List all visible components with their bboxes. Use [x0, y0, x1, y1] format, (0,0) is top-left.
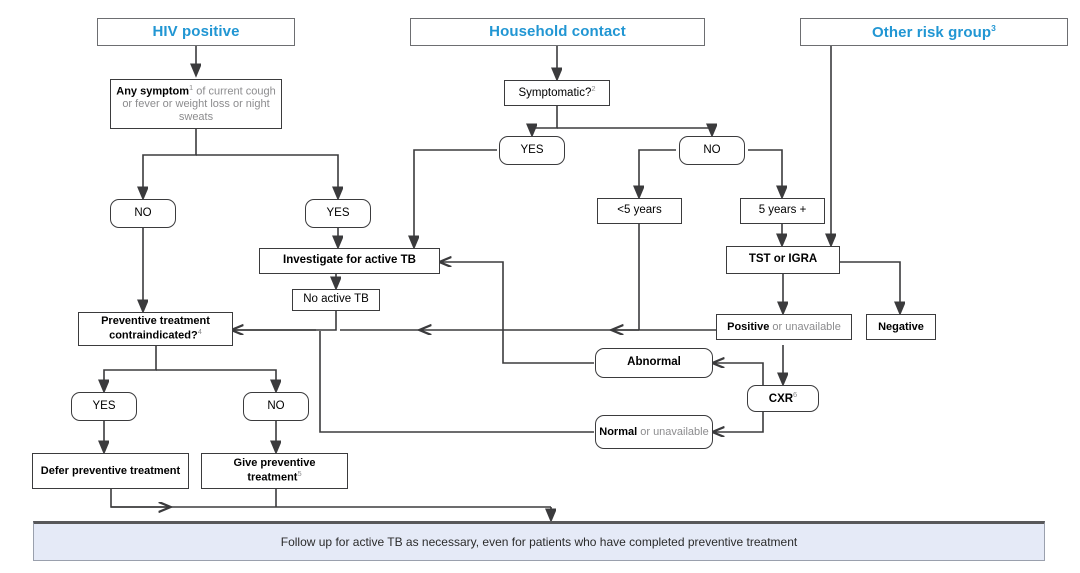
node-contraindicated-label: Preventive treatment contraindicated? — [101, 315, 210, 342]
node-hiv-yes-label: YES — [326, 206, 350, 219]
node-hiv-no-label: NO — [134, 206, 152, 219]
footnote-marker-1: 1 — [189, 82, 194, 92]
node-normal-label: Normal — [599, 425, 638, 438]
node-hiv-yes[interactable]: YES — [305, 199, 371, 228]
node-5-years-plus-label: 5 years + — [758, 204, 807, 217]
node-abnormal[interactable]: Abnormal — [595, 348, 713, 378]
node-cxr-label: CXR — [768, 392, 794, 405]
node-any-symptom-rest: of current cough or fever or weight loss… — [122, 85, 276, 124]
node-negative[interactable]: Negative — [866, 314, 936, 340]
header-hiv-positive-label: HIV positive — [152, 23, 240, 41]
node-defer-preventive-treatment-label: Defer preventive treatment — [40, 464, 181, 477]
header-household-contact-label: Household contact — [489, 23, 626, 41]
node-5-years-plus[interactable]: 5 years + — [740, 198, 825, 224]
node-abnormal-label: Abnormal — [627, 356, 681, 369]
node-positive-rest: or unavailable — [769, 320, 841, 333]
node-symptomatic-label: Symptomatic? — [518, 87, 592, 100]
node-no-active-tb[interactable]: No active TB — [292, 289, 380, 311]
node-symptomatic[interactable]: Symptomatic?2 — [504, 80, 610, 106]
node-symptomatic-no[interactable]: NO — [679, 136, 745, 165]
node-defer-preventive-treatment[interactable]: Defer preventive treatment — [32, 453, 189, 489]
node-any-symptom-bold: Any symptom — [116, 85, 189, 98]
node-contra-yes-label: YES — [92, 399, 116, 412]
node-investigate-active-tb[interactable]: Investigate for active TB — [259, 248, 440, 274]
node-cxr[interactable]: CXR6 — [747, 385, 819, 412]
node-contra-no[interactable]: NO — [243, 392, 309, 421]
node-normal-rest: or unavailable — [637, 425, 709, 438]
node-no-active-tb-label: No active TB — [303, 293, 369, 306]
footnote-marker-6: 6 — [793, 389, 798, 399]
node-tst-or-igra-label: TST or IGRA — [748, 253, 818, 266]
node-preventive-treatment-contraindicated[interactable]: Preventive treatment contraindicated?4 — [78, 312, 233, 346]
node-contra-no-label: NO — [267, 399, 285, 412]
node-symptomatic-yes[interactable]: YES — [499, 136, 565, 165]
footnote-marker-2: 2 — [591, 84, 596, 94]
node-positive-label: Positive — [727, 320, 770, 333]
node-investigate-active-tb-label: Investigate for active TB — [283, 254, 416, 267]
node-positive-or-unavailable[interactable]: Positive or unavailable — [716, 314, 852, 340]
node-contra-yes[interactable]: YES — [71, 392, 137, 421]
footer-followup-label: Follow up for active TB as necessary, ev… — [280, 535, 798, 549]
node-normal-or-unavailable[interactable]: Normal or unavailable — [595, 415, 713, 449]
footnote-marker-5: 5 — [297, 469, 302, 479]
node-hiv-no[interactable]: NO — [110, 199, 176, 228]
node-give-preventive-treatment[interactable]: Give preventive treatment5 — [201, 453, 348, 489]
header-other-risk-group[interactable]: Other risk group3 — [800, 18, 1068, 46]
node-negative-label: Negative — [878, 320, 924, 333]
node-any-symptom[interactable]: Any symptom1 of current cough or fever o… — [110, 79, 282, 129]
header-other-risk-group-label: Other risk group3 — [872, 22, 996, 41]
header-household-contact[interactable]: Household contact — [410, 18, 705, 46]
node-symptomatic-no-label: NO — [703, 143, 721, 156]
node-symptomatic-yes-label: YES — [520, 143, 544, 156]
footnote-marker-4: 4 — [197, 327, 202, 337]
node-under-5-years-label: <5 years — [617, 204, 662, 217]
node-give-preventive-treatment-label: Give preventive treatment — [233, 457, 316, 484]
header-hiv-positive[interactable]: HIV positive — [97, 18, 295, 46]
footer-followup-banner[interactable]: Follow up for active TB as necessary, ev… — [33, 521, 1045, 561]
node-tst-or-igra[interactable]: TST or IGRA — [726, 246, 840, 274]
footnote-marker-3: 3 — [991, 22, 996, 33]
node-under-5-years[interactable]: <5 years — [597, 198, 682, 224]
